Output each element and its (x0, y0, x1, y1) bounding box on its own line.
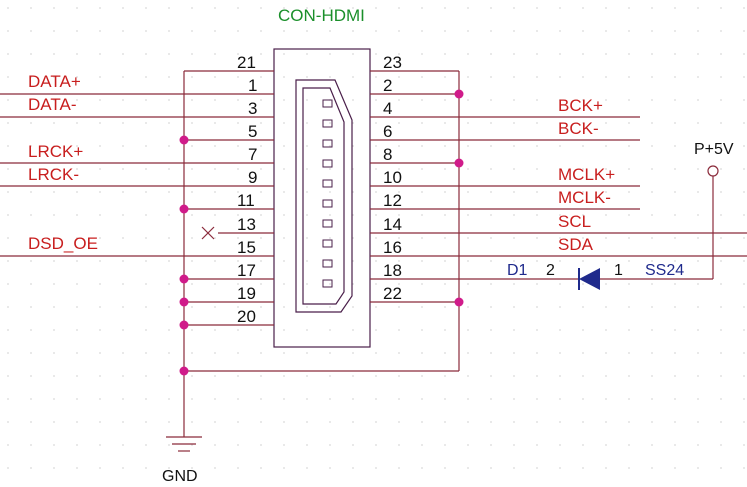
hdmi-port-outline (295, 79, 353, 313)
net-label-bck-plus: BCK+ (558, 96, 603, 115)
left-wires (0, 70, 459, 437)
pin-number: 23 (383, 53, 402, 72)
port-contact (322, 279, 333, 288)
no-connect-marker (201, 226, 215, 240)
connector-body (273, 48, 371, 348)
net-label-lrck-plus: LRCK+ (28, 142, 83, 161)
junction-dot (454, 89, 464, 99)
net-label-data-minus: DATA- (28, 95, 76, 114)
port-contact (322, 199, 333, 208)
pin-number: 5 (248, 122, 257, 141)
junction-dot (179, 297, 189, 307)
power-label: P+5V (694, 141, 734, 158)
net-label-mclk-plus: MCLK+ (558, 165, 615, 184)
junction-dot (179, 320, 189, 330)
net-label-mclk-minus: MCLK- (558, 188, 611, 207)
diode-pin-2: 2 (546, 262, 555, 279)
port-contact (322, 219, 333, 228)
pin-number: 15 (237, 238, 256, 257)
pin-number: 3 (248, 99, 257, 118)
port-contact (322, 179, 333, 188)
net-label-sda: SDA (558, 235, 594, 254)
left-net-labels: DATA+ DATA- LRCK+ LRCK- DSD_OE (28, 72, 98, 253)
left-pin-numbers: 21 1 3 5 7 9 11 13 15 17 19 20 (237, 53, 257, 326)
port-contact (322, 99, 333, 108)
junction-dot (454, 297, 464, 307)
net-label-lrck-minus: LRCK- (28, 165, 79, 184)
ground-label: GND (162, 468, 198, 485)
net-label-bck-minus: BCK- (558, 119, 599, 138)
junction-dot (179, 204, 189, 214)
pin-number: 19 (237, 284, 256, 303)
port-contact (322, 239, 333, 248)
pin-number: 8 (383, 145, 392, 164)
pin-number: 14 (383, 215, 402, 234)
diode-part-number: SS24 (645, 262, 684, 279)
pin-number: 18 (383, 261, 402, 280)
pin-number: 9 (248, 168, 257, 187)
net-label-dsd-oe: DSD_OE (28, 234, 98, 253)
pin-number: 6 (383, 122, 392, 141)
pin-number: 21 (237, 53, 256, 72)
power-symbol: P+5V (694, 141, 734, 177)
port-contact (322, 159, 333, 168)
pin-number: 17 (237, 261, 256, 280)
port-contact (322, 259, 333, 268)
diode-triangle (579, 268, 600, 290)
diode-pin-1: 1 (614, 262, 623, 279)
port-contact (322, 119, 333, 128)
pin-number: 13 (237, 215, 256, 234)
junction-dot (179, 274, 189, 284)
hdmi-port-inner-outline (302, 87, 345, 305)
hdmi-connector-symbol (273, 48, 371, 348)
pin-number: 4 (383, 99, 392, 118)
pin-number: 2 (383, 76, 392, 95)
diode-d1: D1 2 1 SS24 (507, 262, 684, 290)
junction-dot (454, 158, 464, 168)
hdmi-port-contacts (322, 99, 333, 288)
right-pin-numbers: 23 2 4 6 8 10 12 14 16 18 22 (383, 53, 402, 303)
background-grid (7, 7, 745, 469)
pin-number: 16 (383, 238, 402, 257)
diode-reference: D1 (507, 262, 528, 279)
ground-symbol: GND (162, 436, 202, 485)
pin-number: 22 (383, 284, 402, 303)
pin-number: 11 (237, 191, 255, 210)
pin-number: 10 (383, 168, 402, 187)
port-contact (322, 139, 333, 148)
net-label-scl: SCL (558, 212, 591, 231)
right-net-labels: BCK+ BCK- MCLK+ MCLK- SCL SDA (558, 96, 615, 254)
pin-number: 7 (248, 145, 257, 164)
pin-number: 12 (383, 191, 402, 210)
junction-dot (179, 366, 189, 376)
junction-dot (179, 135, 189, 145)
junction-dots (179, 89, 464, 376)
net-label-data-plus: DATA+ (28, 72, 81, 91)
pin-number: 20 (237, 307, 256, 326)
right-wires (370, 70, 747, 371)
pin-number: 1 (248, 76, 257, 95)
power-terminal-circle (707, 165, 719, 177)
connector-title: CON-HDMI (278, 6, 365, 25)
